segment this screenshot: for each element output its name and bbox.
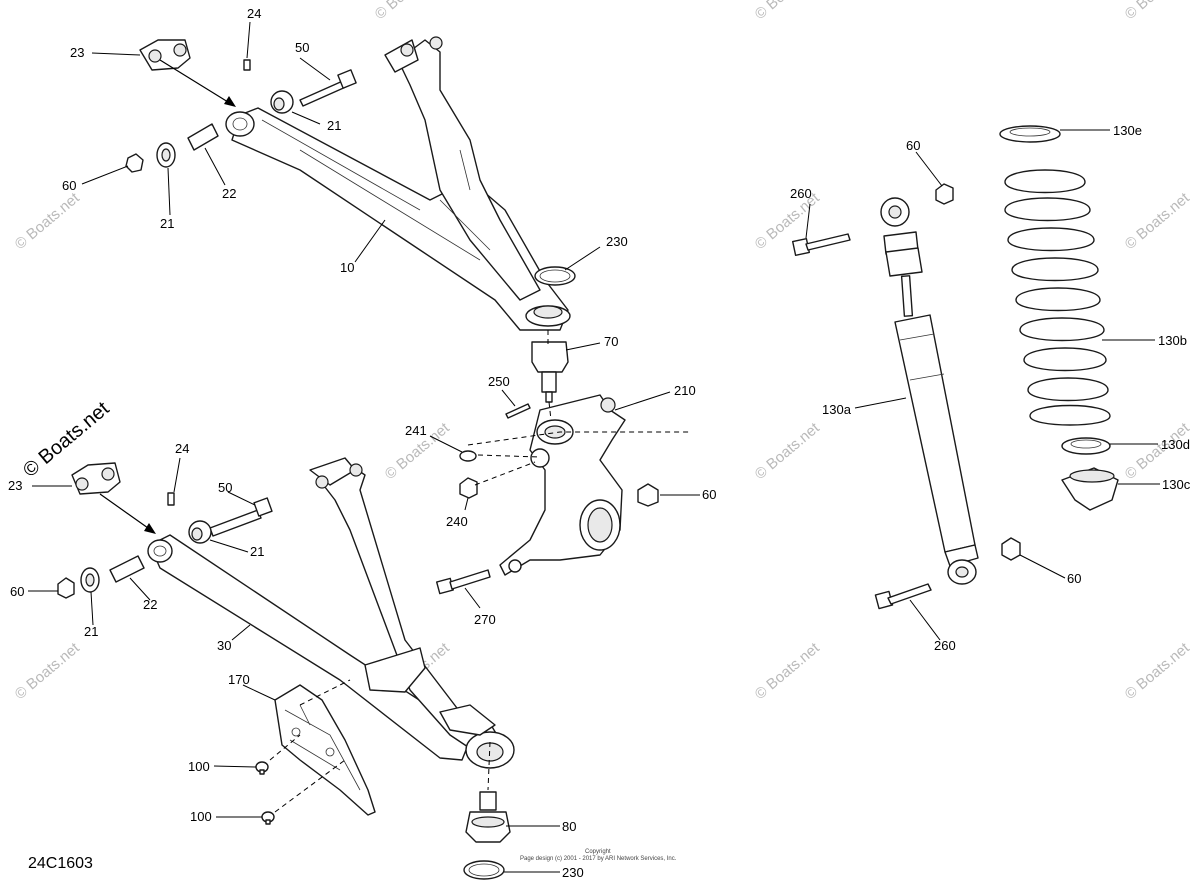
watermark: © Boats.net — [752, 639, 824, 703]
leader-lines — [28, 21, 1160, 873]
watermark: © Boats.net — [1122, 0, 1194, 23]
spring-seat-upper[interactable] — [1061, 437, 1111, 455]
upper-arm-hardware — [125, 39, 357, 173]
callout-260[interactable]: 260 — [790, 186, 812, 201]
callout-10[interactable]: 10 — [340, 260, 354, 275]
shock-top-nut[interactable] — [935, 183, 954, 205]
upper-a-arm[interactable] — [225, 36, 571, 331]
callout-70[interactable]: 70 — [604, 334, 618, 349]
callout-50[interactable]: 50 — [218, 480, 232, 495]
shock-top-bolt[interactable] — [791, 233, 851, 257]
callout-230[interactable]: 230 — [606, 234, 628, 249]
callout-23[interactable]: 23 — [70, 45, 84, 60]
callout-250[interactable]: 250 — [488, 374, 510, 389]
callout-24[interactable]: 24 — [175, 441, 189, 456]
callout-60[interactable]: 60 — [10, 584, 24, 599]
callout-130d[interactable]: 130d — [1161, 437, 1190, 452]
watermark: © Boats.net — [12, 189, 84, 253]
steering-knuckle[interactable] — [499, 394, 626, 576]
callout-60[interactable]: 60 — [702, 487, 716, 502]
callout-30[interactable]: 30 — [217, 638, 231, 653]
callout-21[interactable]: 21 — [84, 624, 98, 639]
callout-210[interactable]: 210 — [674, 383, 696, 398]
callout-130e[interactable]: 130e — [1113, 123, 1142, 138]
callout-21[interactable]: 21 — [160, 216, 174, 231]
watermarks: © Boats.net © Boats.net © Boats.net © Bo… — [12, 0, 1194, 703]
callout-100[interactable]: 100 — [190, 809, 212, 824]
lower-arm-hardware — [57, 462, 273, 599]
callout-230[interactable]: 230 — [562, 865, 584, 880]
nut[interactable] — [459, 477, 478, 499]
guard-screw-a[interactable] — [255, 761, 269, 775]
a-arm-guard[interactable] — [274, 684, 376, 816]
callout-60[interactable]: 60 — [1067, 571, 1081, 586]
copyright-label: Copyright — [585, 849, 611, 855]
callout-240[interactable]: 240 — [446, 514, 468, 529]
shock-bottom-nut[interactable] — [1001, 537, 1021, 561]
callout-100[interactable]: 100 — [188, 759, 210, 774]
callout-22[interactable]: 22 — [143, 597, 157, 612]
callout-21[interactable]: 21 — [250, 544, 264, 559]
callout-24[interactable]: 24 — [247, 6, 261, 21]
upper-ball-joint[interactable] — [531, 341, 569, 403]
watermark: © Boats.net — [1122, 639, 1194, 703]
callouts: 23 24 50 21 60 21 22 10 230 70 250 210 2… — [8, 6, 1191, 880]
cotter-pin[interactable] — [505, 403, 531, 419]
washer[interactable] — [459, 450, 477, 462]
callout-270[interactable]: 270 — [474, 612, 496, 627]
watermark: © Boats.net — [752, 0, 824, 23]
lower-a-arm[interactable] — [147, 457, 515, 769]
diagram-code: 24C1603 — [28, 855, 93, 872]
shock-absorber[interactable] — [880, 197, 979, 585]
callout-130c[interactable]: 130c — [1162, 477, 1191, 492]
callout-21[interactable]: 21 — [327, 118, 341, 133]
callout-130a[interactable]: 130a — [822, 402, 852, 417]
watermark: © Boats.net — [12, 639, 84, 703]
callout-241[interactable]: 241 — [405, 423, 427, 438]
callout-130b[interactable]: 130b — [1158, 333, 1187, 348]
callout-60[interactable]: 60 — [62, 178, 76, 193]
coil-spring[interactable] — [999, 125, 1111, 426]
watermark: © Boats.net — [372, 0, 444, 23]
knuckle-bolt[interactable] — [435, 569, 491, 595]
shock-bottom-bolt[interactable] — [874, 583, 932, 610]
copyright-notice: Page design (c) 2001 - 2017 by ARI Netwo… — [520, 856, 677, 862]
callout-23[interactable]: 23 — [8, 478, 22, 493]
callout-80[interactable]: 80 — [562, 819, 576, 834]
watermark: © Boats.net — [752, 419, 824, 483]
callout-170[interactable]: 170 — [228, 672, 250, 687]
callout-260[interactable]: 260 — [934, 638, 956, 653]
watermark: © Boats.net — [1122, 189, 1194, 253]
callout-22[interactable]: 22 — [222, 186, 236, 201]
callout-60[interactable]: 60 — [906, 138, 920, 153]
lower-ball-joint[interactable] — [465, 791, 511, 843]
callout-50[interactable]: 50 — [295, 40, 309, 55]
guard-screw-b[interactable] — [261, 811, 275, 825]
spring-seat-lower[interactable] — [1061, 467, 1119, 511]
knuckle-nut[interactable] — [637, 483, 659, 507]
